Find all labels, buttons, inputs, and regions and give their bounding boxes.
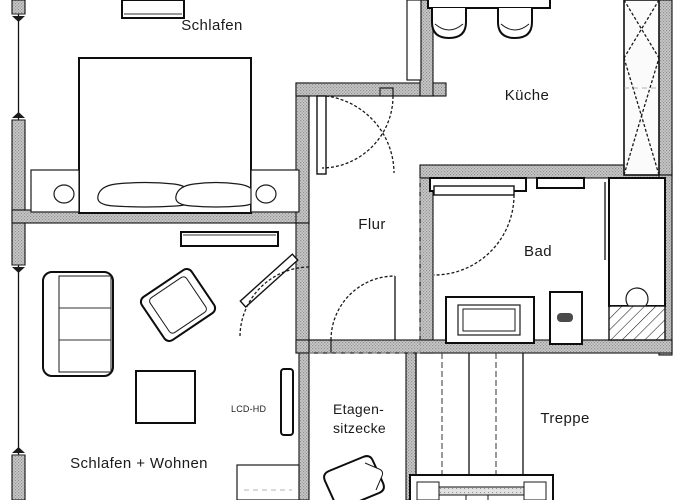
wall-wohnen-sitzecke <box>298 352 310 500</box>
window-left-lower <box>12 264 25 456</box>
sofa <box>42 271 114 377</box>
tv-label: LCD-HD <box>231 404 267 414</box>
wall-stub-wohnen-door <box>308 339 332 354</box>
stair-run <box>415 353 524 477</box>
dresser <box>180 231 279 247</box>
dining-table <box>427 0 551 9</box>
room-label-schlafen: Schlafen <box>181 17 243 34</box>
room-label-flur: Flur <box>358 216 385 233</box>
room-schlafen: Schlafen <box>30 0 300 247</box>
nightstand-left <box>30 169 80 213</box>
tv-unit <box>280 368 294 436</box>
toilet <box>549 291 583 345</box>
door-schlafen[interactable] <box>316 95 395 175</box>
room-etagen-sitzecke: Etagen- sitzecke <box>323 401 386 500</box>
wall-flur-bad <box>419 177 434 354</box>
bench <box>323 455 385 500</box>
room-schlafen-wohnen: LCD-HD Schlafen + Wohnen <box>42 267 300 500</box>
room-label-etagen-sitzecke-line-1: Etagen- <box>333 401 384 417</box>
wall-flur-kueche-top <box>295 82 447 97</box>
room-kueche: Küche <box>406 0 585 192</box>
wall-left-mid <box>11 119 26 266</box>
window-right <box>623 0 660 176</box>
door-kueche[interactable] <box>321 95 394 169</box>
coffee-table <box>135 370 196 424</box>
side-table <box>236 464 300 500</box>
room-label-treppe: Treppe <box>540 410 589 427</box>
lamp-left <box>53 184 75 204</box>
door-bad[interactable] <box>433 185 515 276</box>
wardrobe <box>121 0 185 19</box>
wall-stub-kueche-door <box>379 87 394 97</box>
room-label-schlafen-wohnen: Schlafen + Wohnen <box>70 455 208 472</box>
room-flur: Flur <box>239 95 421 354</box>
room-label-etagen-sitzecke-line-2: sitzecke <box>333 420 386 436</box>
door-sitzecke[interactable] <box>330 275 396 341</box>
chair-right <box>497 8 533 40</box>
room-bad: Bad <box>433 177 666 345</box>
door-wohnen[interactable] <box>239 253 310 337</box>
nightstand-right <box>250 169 300 213</box>
wall-left-top-stub <box>11 0 26 15</box>
room-label-bad: Bad <box>524 243 552 260</box>
armchair <box>139 267 217 343</box>
wall-wohnen-flur <box>295 222 310 354</box>
chair-left <box>431 8 467 40</box>
shower <box>604 177 666 341</box>
stair-railing <box>409 474 554 500</box>
window-left-upper <box>12 13 25 121</box>
lamp-right <box>255 184 277 204</box>
pillow-right <box>175 181 257 208</box>
room-label-kueche: Küche <box>505 87 550 104</box>
wall-left-bottom <box>11 454 26 500</box>
room-treppe: Treppe <box>409 353 589 500</box>
double-bed <box>78 57 257 214</box>
bathtub <box>445 296 535 344</box>
wall-right-upper <box>658 0 673 176</box>
tall-cabinet <box>406 0 422 81</box>
